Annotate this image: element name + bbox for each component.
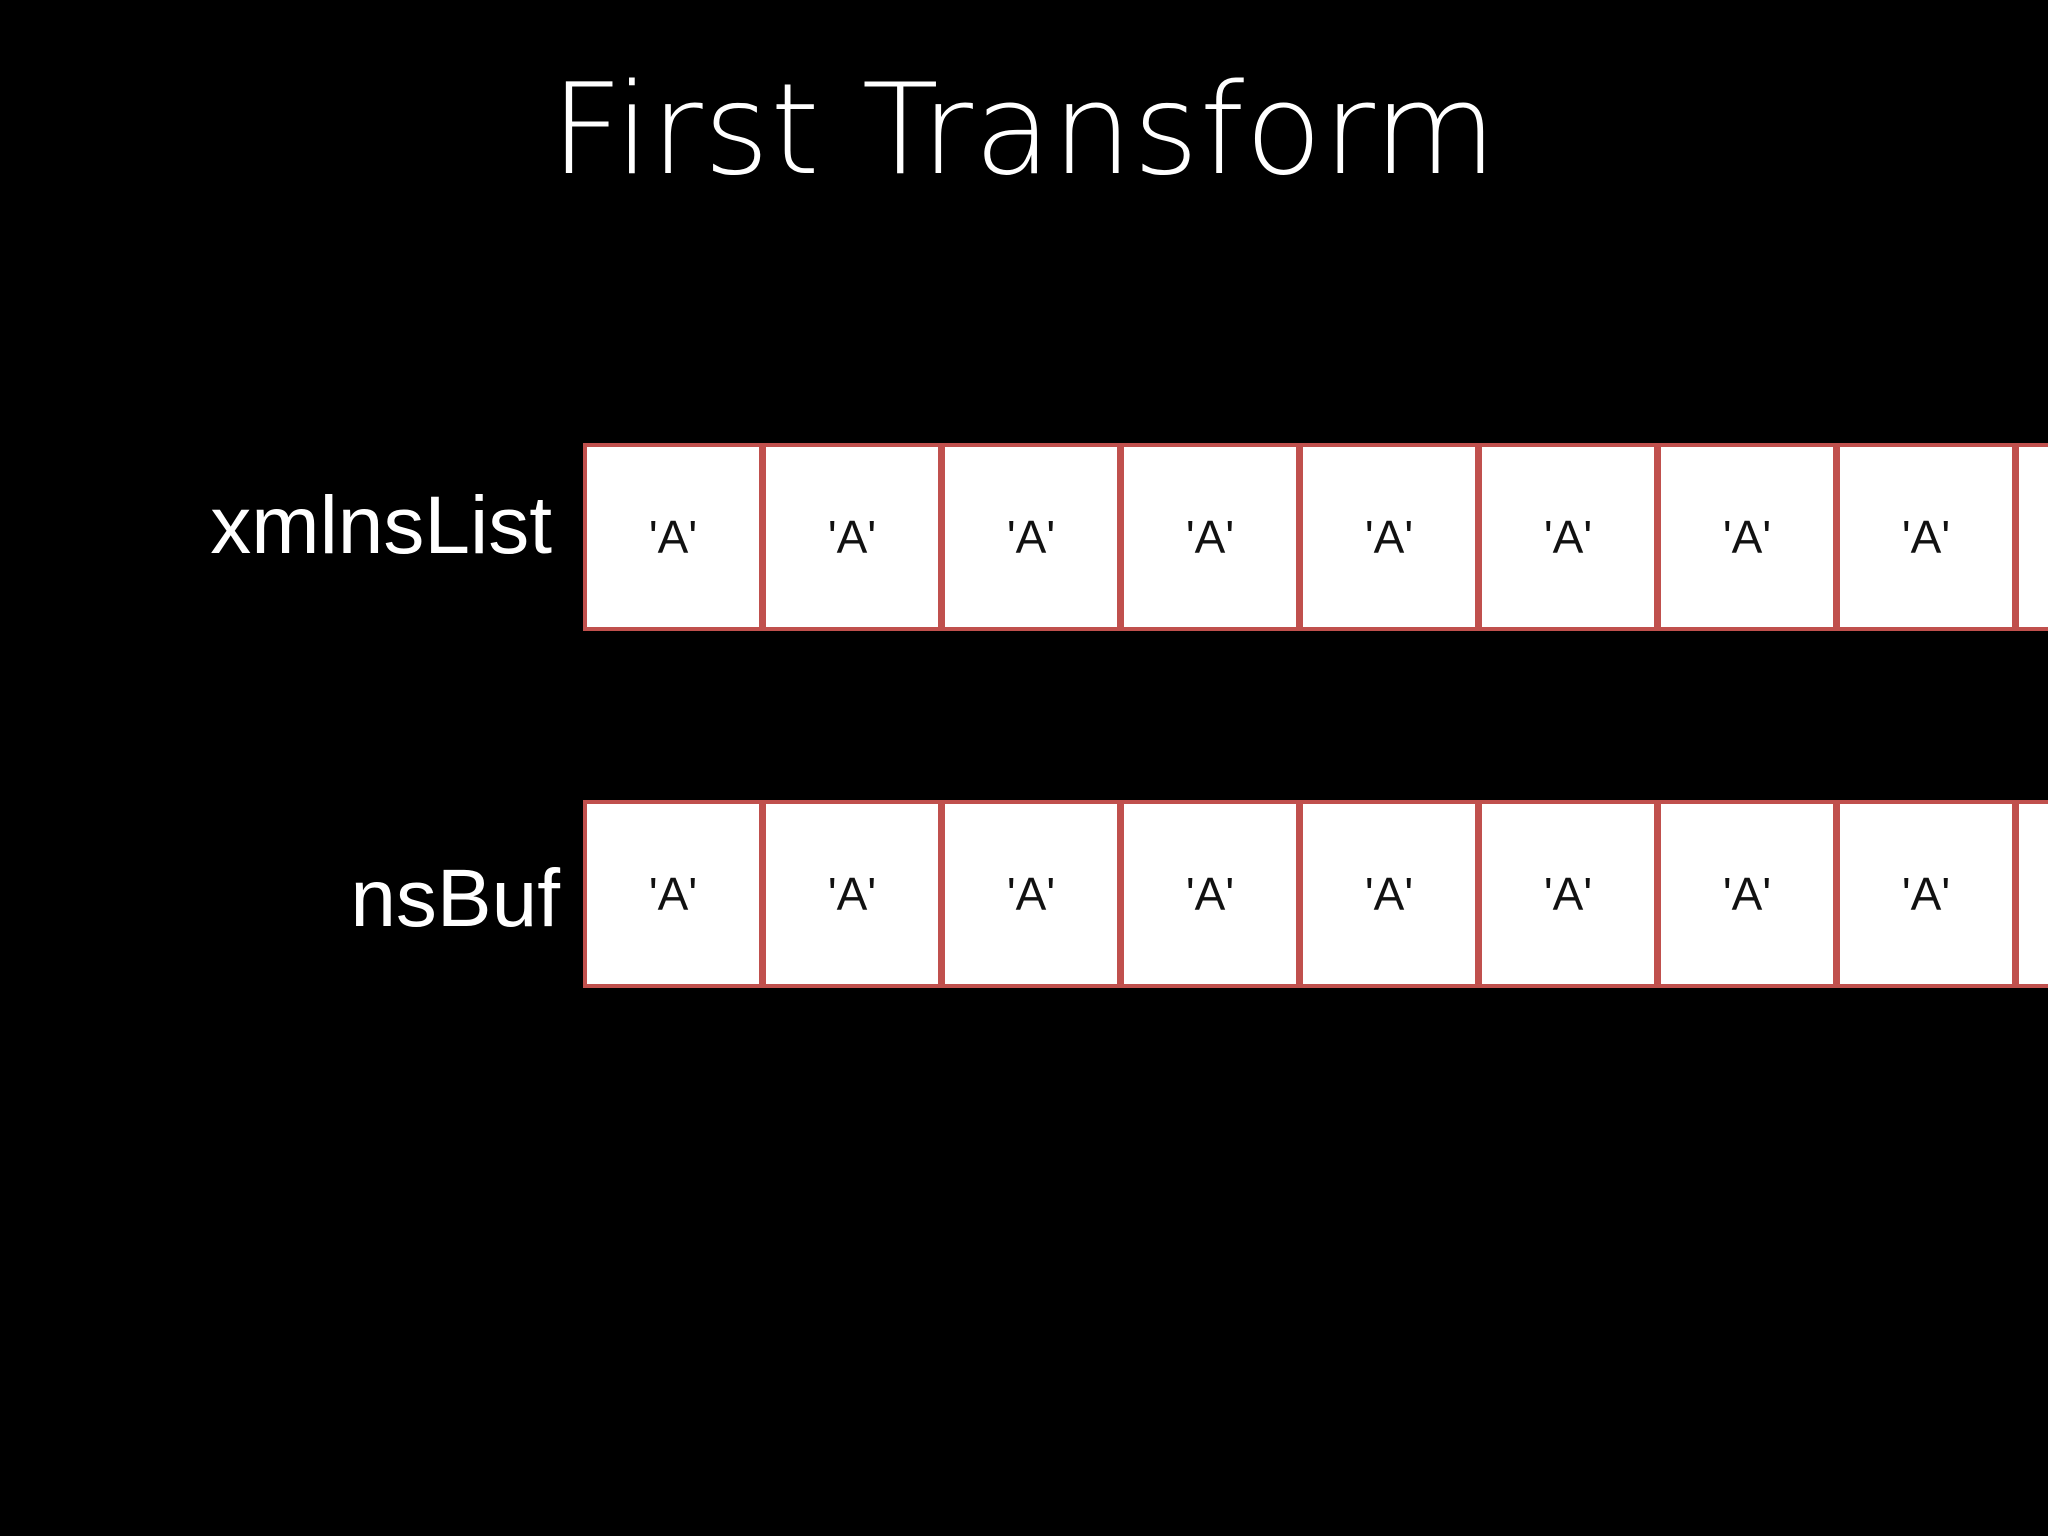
array-cell: 'A' xyxy=(762,800,942,988)
array-cell xyxy=(2015,443,2048,631)
array-cell: 'A' xyxy=(1299,443,1479,631)
array-cell: 'A' xyxy=(1478,800,1658,988)
array-cell: 'A' xyxy=(762,443,942,631)
array-cell: 'A' xyxy=(1299,800,1479,988)
array-cell: 'A' xyxy=(583,443,763,631)
slide-title: First Transform xyxy=(550,56,1498,203)
array-nsbuf: 'A' 'A' 'A' 'A' 'A' 'A' 'A' 'A' xyxy=(583,800,2048,995)
array-cell: 'A' xyxy=(1478,443,1658,631)
array-xmlnslist: 'A' 'A' 'A' 'A' 'A' 'A' 'A' 'A' xyxy=(583,443,2048,638)
array-cell: 'A' xyxy=(583,800,763,988)
array-cell: 'A' xyxy=(941,800,1121,988)
array-cell xyxy=(2015,800,2048,988)
array-cell: 'A' xyxy=(941,443,1121,631)
array-label-xmlnslist: xmlnsList xyxy=(210,480,552,571)
array-cell: 'A' xyxy=(1657,800,1837,988)
array-cell: 'A' xyxy=(1836,800,2016,988)
array-cell: 'A' xyxy=(1120,800,1300,988)
array-cell: 'A' xyxy=(1120,443,1300,631)
array-cell: 'A' xyxy=(1836,443,2016,631)
array-label-nsbuf: nsBuf xyxy=(350,853,560,944)
array-cell: 'A' xyxy=(1657,443,1837,631)
